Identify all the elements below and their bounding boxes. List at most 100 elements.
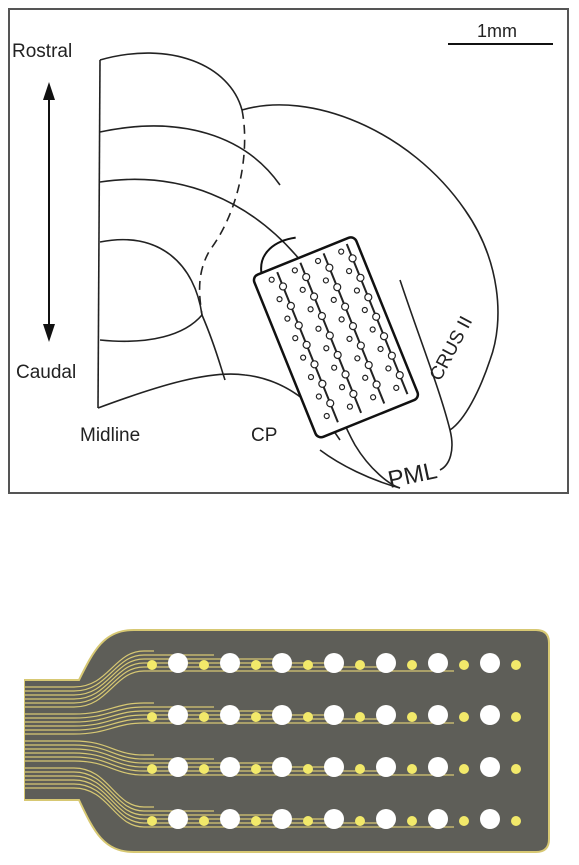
reference-pad xyxy=(459,764,469,774)
gold-trace xyxy=(24,767,154,808)
crus-ii-label: CRUS II xyxy=(426,313,477,384)
electrode-site xyxy=(168,653,188,673)
implanted-array-sites xyxy=(268,243,409,423)
reference-pad xyxy=(147,660,157,670)
gold-trace xyxy=(24,740,154,756)
electrode-site xyxy=(168,705,188,725)
electrode-site xyxy=(428,809,448,829)
implanted-site xyxy=(294,321,303,330)
implanted-site xyxy=(333,283,342,292)
gold-trace xyxy=(24,650,154,688)
reference-pad xyxy=(199,764,209,774)
reference-pad xyxy=(251,660,261,670)
electrode-site xyxy=(220,653,240,673)
implanted-site xyxy=(302,340,311,349)
gold-trace xyxy=(24,718,394,731)
cerebellum-diagram-panel: 1mm Rostral Caudal Midline CP CRUS II PM… xyxy=(8,8,569,494)
gold-trace xyxy=(24,756,394,772)
implanted-site xyxy=(278,282,288,291)
implanted-site xyxy=(362,374,369,381)
implanted-site xyxy=(322,277,329,284)
implanted-site xyxy=(330,296,337,304)
reference-pad xyxy=(459,816,469,826)
board-outline xyxy=(24,629,550,853)
gold-trace xyxy=(24,714,334,727)
reference-pad xyxy=(407,712,417,722)
implanted-site xyxy=(338,384,346,391)
lobule-arc-1 xyxy=(99,52,243,111)
implanted-site xyxy=(341,302,350,311)
gold-trace xyxy=(24,779,334,820)
reference-pad xyxy=(199,816,209,826)
implanted-site xyxy=(292,335,299,342)
implanted-site xyxy=(325,331,334,340)
electrode-site xyxy=(376,809,396,829)
implanted-array-lead xyxy=(260,236,296,274)
reference-pad xyxy=(147,816,157,826)
implanted-site xyxy=(310,360,319,369)
reference-pad xyxy=(511,660,521,670)
electrode-site xyxy=(272,809,292,829)
implanted-site xyxy=(377,345,384,353)
reference-pad xyxy=(511,764,521,774)
lobule-arc-5 xyxy=(99,314,203,343)
dashed-fissure xyxy=(198,109,246,316)
reference-pad xyxy=(407,660,417,670)
electrode-site xyxy=(168,809,188,829)
implanted-site xyxy=(299,286,306,293)
crus-lower-edge xyxy=(449,359,491,431)
reference-pad xyxy=(355,764,365,774)
gold-trace xyxy=(24,654,214,692)
cp-label: CP xyxy=(251,425,277,446)
gold-trace xyxy=(24,722,454,735)
electrode-site xyxy=(324,705,344,725)
implanted-site xyxy=(369,394,377,401)
reference-pad xyxy=(459,712,469,722)
implanted-site xyxy=(286,301,295,311)
pml-lower-edge xyxy=(319,449,401,489)
reference-pad xyxy=(355,816,365,826)
reference-pad xyxy=(147,764,157,774)
implanted-site xyxy=(333,350,342,360)
pml-label: PML xyxy=(386,457,440,492)
gold-trace xyxy=(24,787,454,828)
lobule-arc-3 xyxy=(99,178,301,261)
lobule-outlines xyxy=(97,52,499,489)
implanted-site xyxy=(353,287,361,294)
implanted-site xyxy=(385,365,392,372)
implanted-site xyxy=(284,315,291,322)
implanted-site xyxy=(307,373,315,381)
gold-traces xyxy=(24,650,454,828)
implanted-site xyxy=(341,370,350,379)
electrode-site xyxy=(324,809,344,829)
gold-trace xyxy=(24,775,274,816)
implanted-site xyxy=(393,384,400,391)
gold-trace xyxy=(24,760,454,776)
implanted-site xyxy=(348,322,358,331)
implanted-site xyxy=(369,326,376,333)
pml-right-edge xyxy=(399,279,453,471)
electrode-site xyxy=(480,705,500,725)
implanted-site xyxy=(317,311,327,321)
lobule-arc-4 xyxy=(99,238,203,316)
reference-pad xyxy=(199,712,209,722)
electrode-site xyxy=(220,757,240,777)
reference-pad xyxy=(407,764,417,774)
implanted-array xyxy=(252,236,420,439)
electrode-site xyxy=(376,653,396,673)
implanted-site xyxy=(349,389,358,398)
gold-trace xyxy=(24,670,454,708)
implanted-site xyxy=(387,351,396,360)
electrode-site xyxy=(480,653,500,673)
electrode-site xyxy=(480,757,500,777)
electrode-site xyxy=(376,705,396,725)
reference-pad xyxy=(511,712,521,722)
reference-pad xyxy=(355,712,365,722)
implanted-site xyxy=(356,273,365,282)
electrode-site xyxy=(480,809,500,829)
implanted-site xyxy=(309,292,319,301)
electrode-site xyxy=(428,653,448,673)
implanted-site xyxy=(338,316,345,323)
electrode-sites xyxy=(147,653,521,829)
implanted-array-board xyxy=(252,236,420,439)
